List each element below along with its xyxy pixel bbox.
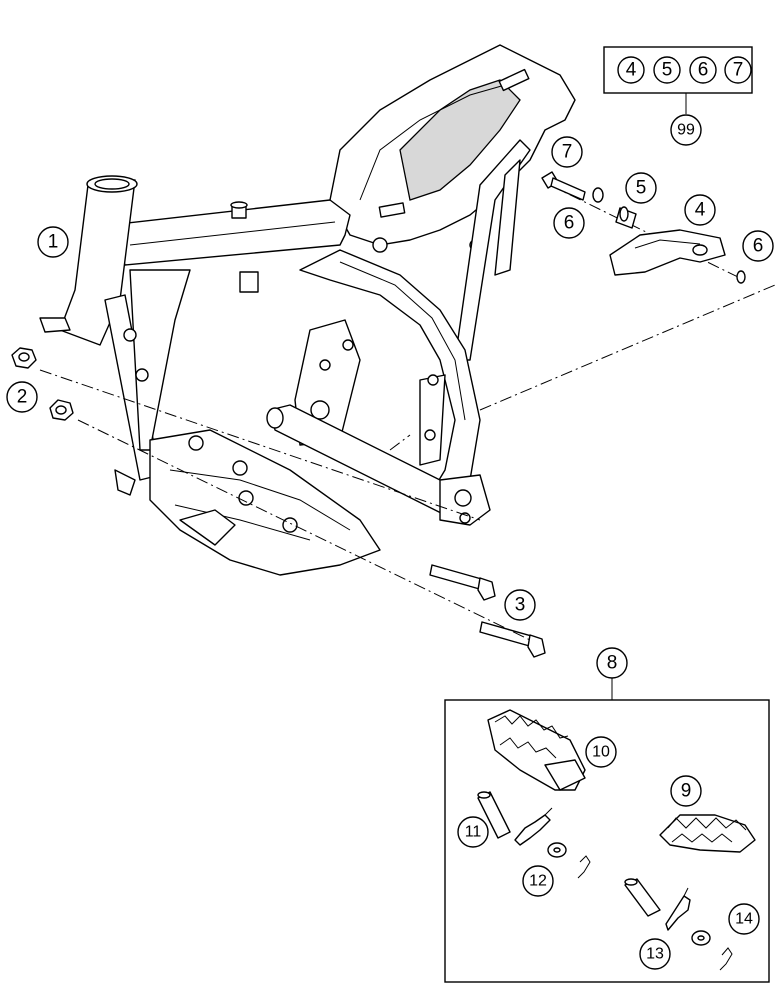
callout-7: 7 (551, 136, 583, 168)
callout-9: 9 (670, 775, 702, 807)
svg-text:1: 1 (48, 232, 59, 253)
svg-text:6: 6 (753, 236, 764, 257)
svg-text:2: 2 (17, 387, 28, 408)
kit-item-7: 7 (733, 60, 744, 81)
svg-text:9: 9 (681, 781, 692, 802)
footpeg-parts (477, 709, 756, 971)
callout-8: 8 (596, 647, 628, 679)
kit-item-4: 4 (626, 60, 637, 81)
callout-1: 1 (37, 226, 69, 258)
callout-99: 99 (677, 122, 695, 139)
kit-item-6-circle (689, 56, 717, 84)
svg-text:13: 13 (646, 946, 664, 963)
footpeg-kit-box (444, 699, 770, 983)
svg-text:10: 10 (592, 744, 610, 761)
svg-text:4: 4 (695, 200, 706, 221)
svg-text:5: 5 (636, 178, 647, 199)
kit-item-6: 6 (698, 60, 709, 81)
svg-text:14: 14 (735, 911, 753, 928)
callout-5: 5 (625, 172, 657, 204)
callout-6b: 6 (742, 230, 774, 262)
svg-text:7: 7 (562, 142, 573, 163)
callout-4: 4 (684, 194, 716, 226)
kit-item-4-circle (617, 56, 645, 84)
callout-11: 11 (457, 816, 489, 848)
svg-text:8: 8 (607, 653, 618, 674)
callout-6a: 6 (553, 207, 585, 239)
svg-text:11: 11 (465, 824, 482, 841)
svg-text:6: 6 (564, 213, 575, 234)
kit-item-5-circle (653, 56, 681, 84)
svg-text:12: 12 (529, 873, 547, 890)
bolts-part-3 (429, 564, 546, 658)
nuts-part-2 (11, 347, 74, 421)
bracket-kit-parts (541, 171, 746, 284)
kit-item-5: 5 (662, 60, 673, 81)
kit-box: 4 5 6 7 99 (603, 46, 753, 146)
kit-item-7-circle (724, 56, 752, 84)
callout-13: 13 (639, 938, 671, 970)
svg-text:3: 3 (515, 595, 526, 616)
callout-99-circle (670, 114, 702, 146)
callout-14: 14 (728, 903, 760, 935)
callout-3: 3 (504, 589, 536, 621)
callout-10: 10 (585, 736, 617, 768)
frame-drawing (39, 44, 576, 576)
callout-12: 12 (522, 865, 554, 897)
callout-2: 2 (6, 381, 38, 413)
